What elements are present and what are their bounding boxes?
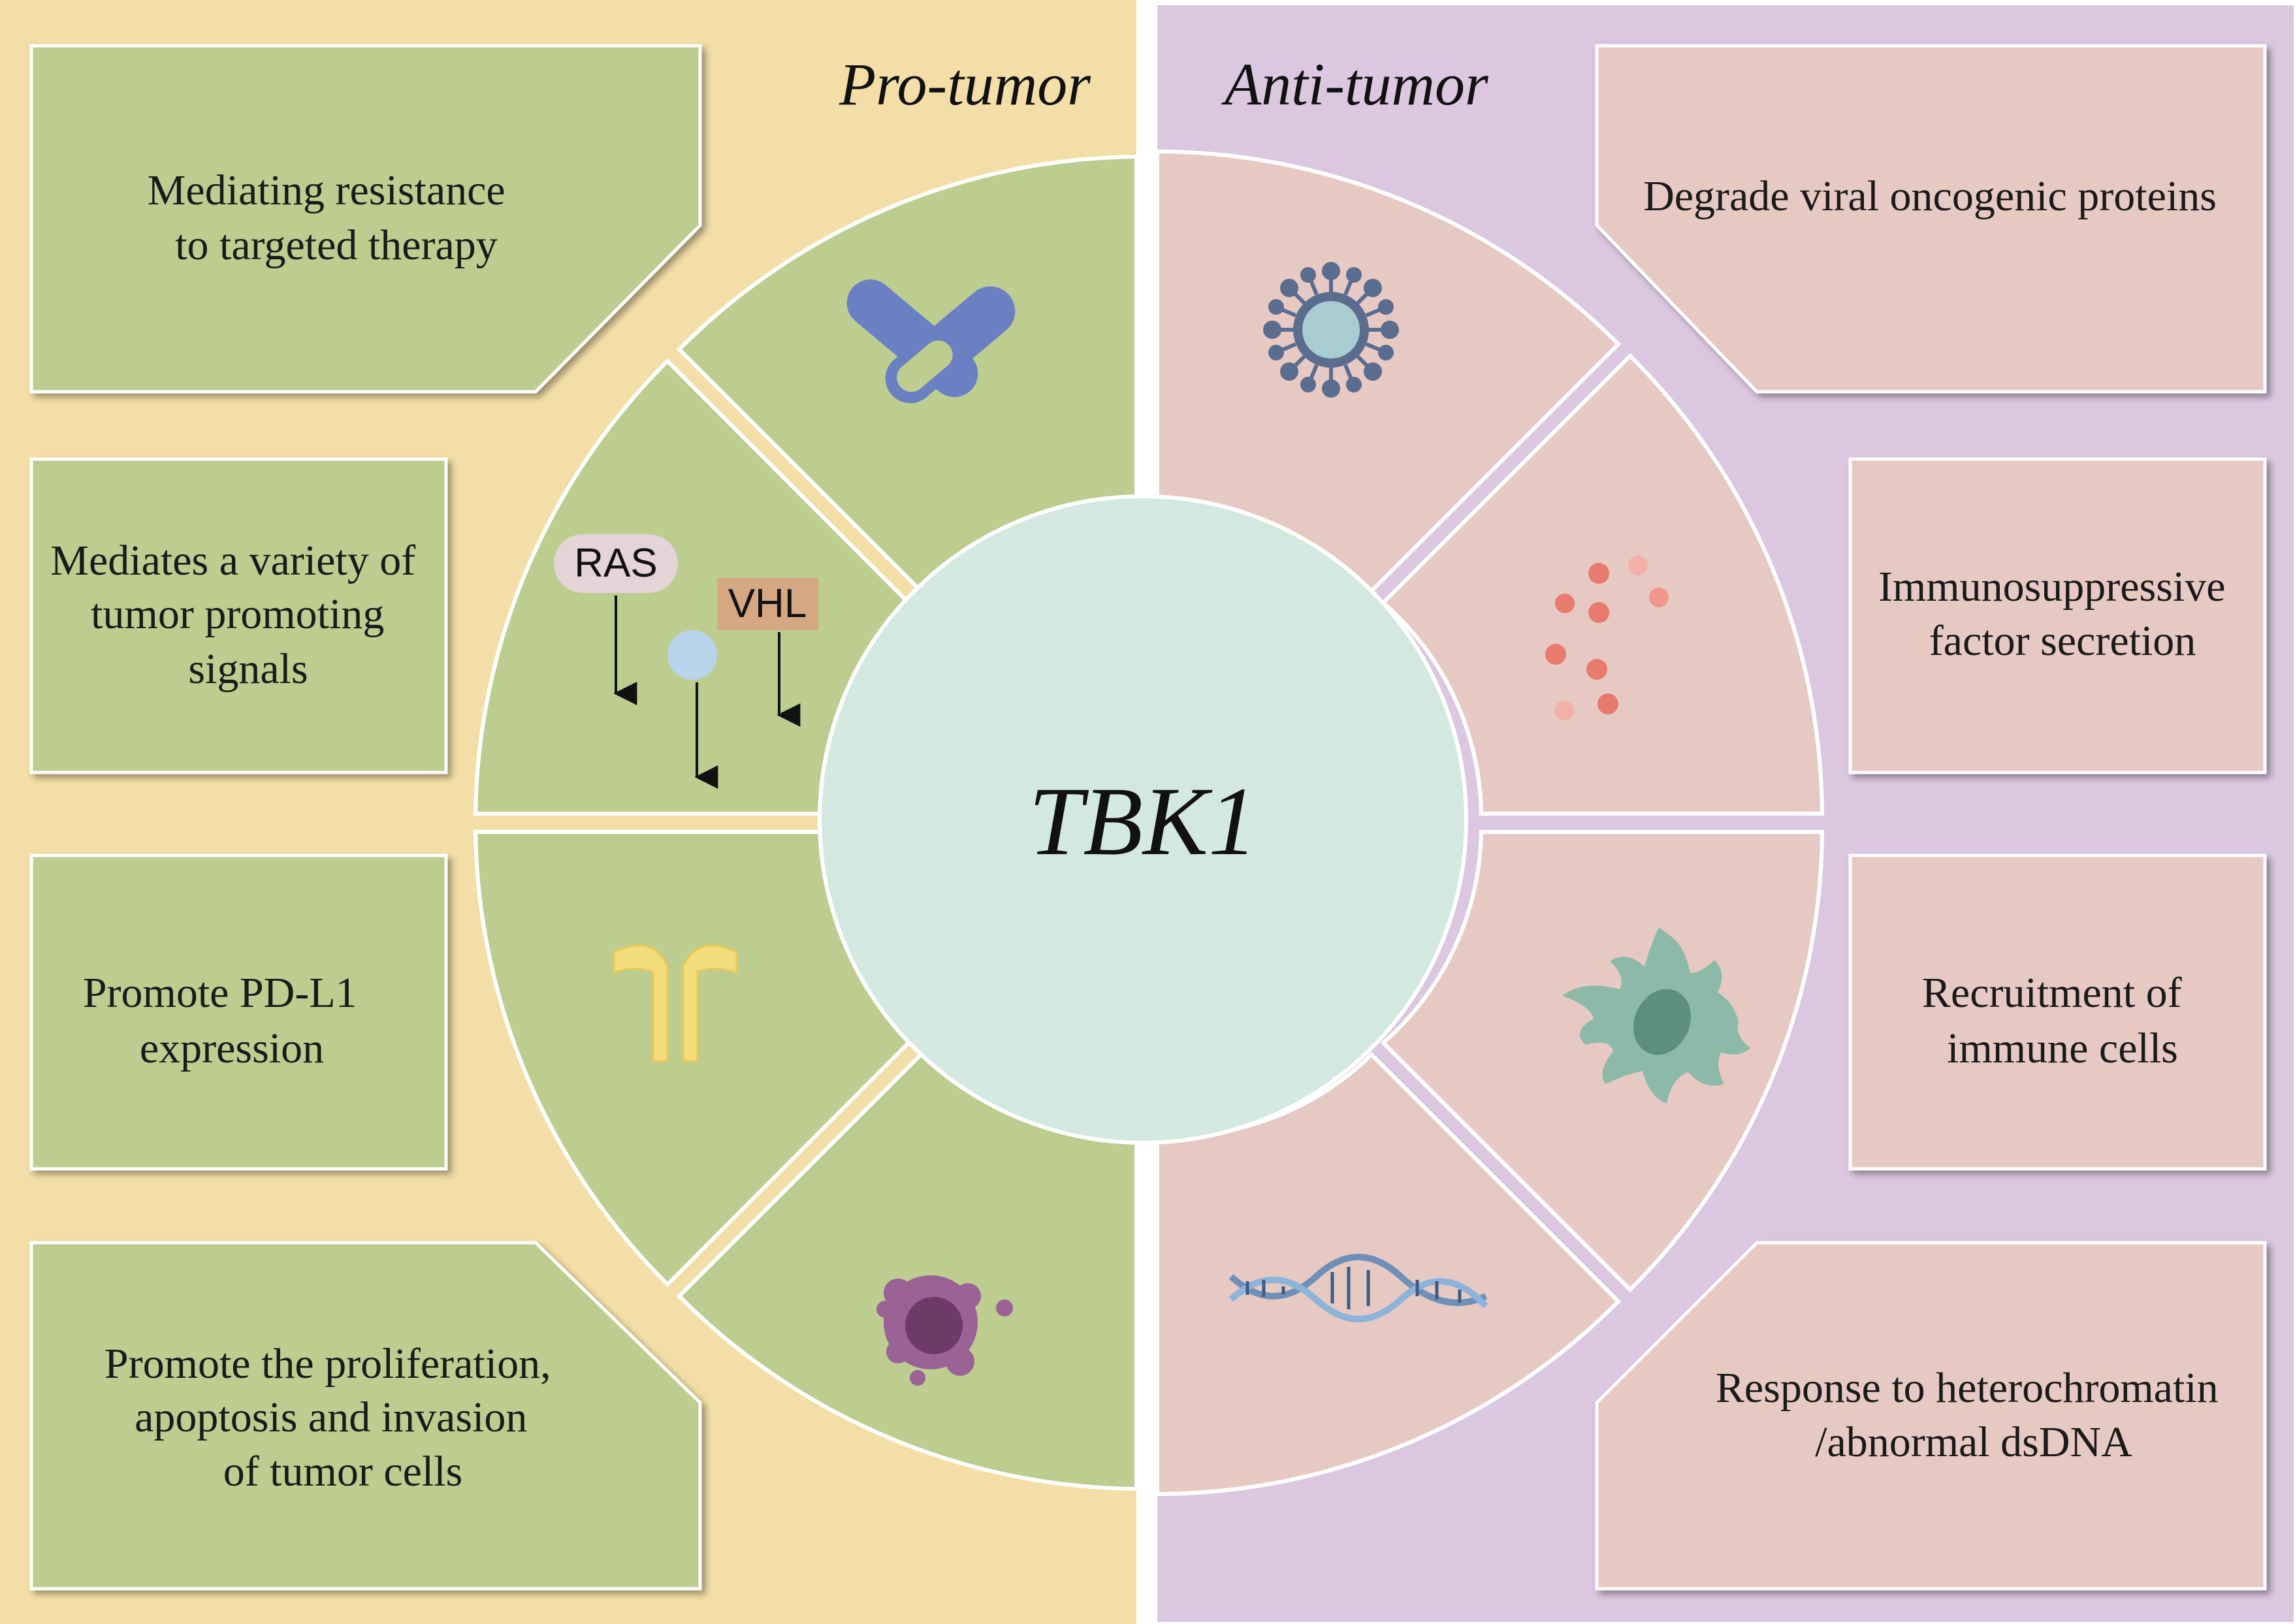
pro-box-2-line-2: tumor promoting <box>91 590 384 638</box>
pill-capsules-icon <box>846 279 1016 404</box>
sector-immunosuppressive <box>1380 353 1825 816</box>
center-circle <box>818 494 1468 1145</box>
immune-cell-icon <box>1562 927 1750 1104</box>
svg-text:Response to heterochromatin: Response to heterochromatin /abnormal ds… <box>1716 1364 2229 1466</box>
pro-box-2-line-1: Mediates a variety of <box>50 537 415 584</box>
anti-box-2: Immunosuppressive factor secretion <box>1848 457 2267 774</box>
vhl-label: VHL <box>728 581 807 626</box>
pro-box-4: Promote the proliferation, apoptosis and… <box>29 1241 702 1591</box>
anti-box-1-line-1: Degrade viral oncogenic proteins <box>1643 172 2217 220</box>
pro-box-3-line-2: expression <box>140 1025 324 1072</box>
tumor-cell-icon <box>876 1275 1013 1386</box>
anti-box-2-line-1: Immunosuppressive <box>1878 563 2226 611</box>
pro-box-1: Mediating resistance to targeted therapy <box>29 44 702 394</box>
pro-box-4-line-1: Promote the proliferation, <box>104 1340 551 1388</box>
pd-l1-receptor-icon <box>613 944 738 1062</box>
svg-text:Recruitment of immune ce: Recruitment of immune cells <box>1922 969 2192 1072</box>
pro-box-1-line-2: to targeted therapy <box>175 221 498 269</box>
anti-box-1: Degrade viral oncogenic proteins <box>1595 44 2267 394</box>
anti-box-4-line-1: Response to heterochromatin <box>1716 1364 2219 1412</box>
svg-text:Degrade viral oncogenic protei: Degrade viral oncogenic proteins <box>1643 172 2217 220</box>
dna-helix-icon <box>1228 1254 1488 1322</box>
secreted-factor-dots-icon <box>1545 556 1669 720</box>
anti-box-4-line-2: /abnormal dsDNA <box>1815 1418 2132 1466</box>
anti-box-4: Response to heterochromatin /abnormal ds… <box>1595 1241 2267 1591</box>
anti-box-3-line-2: immune cells <box>1947 1025 2178 1072</box>
signaling-pathway-icon: RAS VHL <box>554 534 818 789</box>
pro-box-4-line-2: apoptosis and invasion <box>135 1393 527 1441</box>
vhl-badge <box>717 578 818 630</box>
ras-badge <box>554 534 678 593</box>
sector-dsdna-response <box>1155 1051 1622 1497</box>
pro-box-1-line-1: Mediating resistance <box>148 167 506 214</box>
pro-box-2-line-3: signals <box>188 645 308 693</box>
signal-node <box>667 630 717 680</box>
pro-box-4-line-3: of tumor cells <box>223 1448 463 1495</box>
sector-immune-recruitment <box>1380 830 1825 1293</box>
svg-text:Promote PD-L1 expression: Promote PD-L1 expression <box>83 969 368 1072</box>
svg-text:Promote the proliferation,: Promote the proliferation, apoptosis and… <box>104 1340 562 1495</box>
anti-box-3-line-1: Recruitment of <box>1922 969 2182 1017</box>
svg-text:Immunosuppressive factor: Immunosuppressive factor secretion <box>1878 563 2236 665</box>
anti-tumor-heading: Anti-tumor <box>1221 51 1489 118</box>
svg-text:Mediating resistance to: Mediating resistance to targeted therapy <box>148 167 516 269</box>
pro-box-3: Promote PD-L1 expression <box>29 853 448 1171</box>
anti-box-2-line-2: factor secretion <box>1929 617 2196 665</box>
anti-box-3: Recruitment of immune cells <box>1848 853 2267 1171</box>
pro-tumor-heading: Pro-tumor <box>839 51 1091 118</box>
pro-box-2: Mediates a variety of tumor promoting si… <box>29 457 448 774</box>
svg-text:Mediates a variety of tu: Mediates a variety of tumor promoting si… <box>50 537 426 693</box>
ras-label: RAS <box>574 541 657 586</box>
virus-icon <box>1263 262 1399 398</box>
pro-box-3-line-1: Promote PD-L1 <box>83 969 357 1017</box>
center-label: TBK1 <box>1029 767 1257 876</box>
